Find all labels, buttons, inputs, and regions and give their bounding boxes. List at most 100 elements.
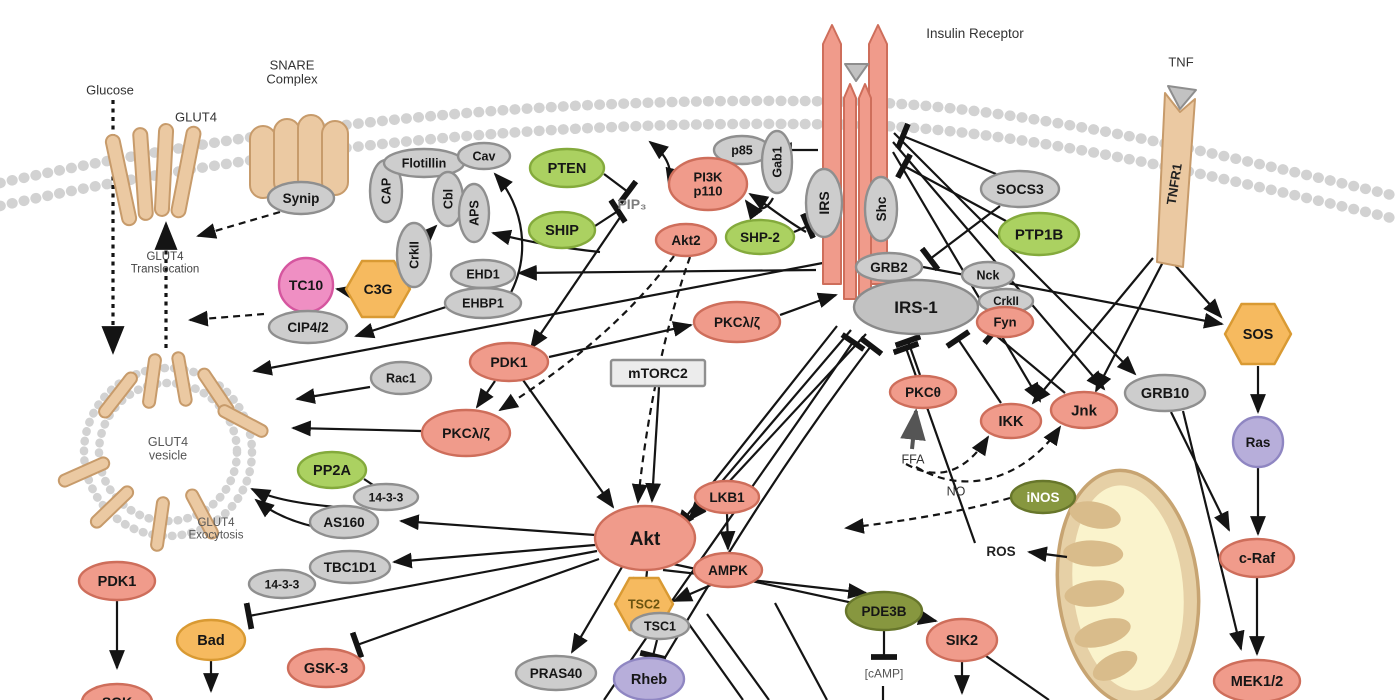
label-text: TSC2 [628, 598, 660, 612]
node-14-3-3-a: 14-3-3 [352, 482, 420, 512]
text-ffa: FFA [902, 453, 926, 467]
edge-jnk-irs1 [982, 321, 1066, 394]
label-text: PKCλ/ζ [714, 315, 760, 330]
node-rheb: Rheb [612, 656, 686, 700]
node-ehbp1: EHBP1 [443, 286, 523, 320]
label-text: EHBP1 [462, 297, 504, 311]
label-text: APS [468, 200, 482, 226]
node-pkclz-top: PKCλ/ζ [692, 300, 782, 344]
label-text: GRB2 [870, 260, 908, 275]
label-text: SHP-2 [740, 230, 780, 245]
text-ros: ROS [986, 544, 1015, 559]
edge-ikk-irs1 [945, 329, 1002, 404]
vesicle-glut4-rod [98, 371, 138, 419]
label-text: C3G [364, 281, 393, 297]
label-text: PDK1 [490, 354, 528, 370]
node-grb10: GRB10 [1123, 373, 1207, 413]
node-irs-1: IRS-1 [852, 278, 980, 336]
edge-socs3-receptor [895, 122, 997, 176]
label-text: NO [947, 485, 966, 499]
edge-akt-as160 [399, 514, 596, 537]
glut4-vesicle-ring [94, 378, 242, 526]
edge-pdk1-pkclz-top [548, 321, 693, 359]
edge-tnfr1-sos [1173, 263, 1223, 319]
label-text: c-Raf [1239, 551, 1275, 567]
node-ras: Ras [1231, 415, 1285, 469]
edge-pten-pip3 [603, 173, 639, 205]
label-text: Cbl [442, 189, 456, 209]
edge-akt-pras40 [570, 566, 623, 654]
edge-rheb-down-3 [774, 602, 828, 700]
label-text: AMPK [708, 563, 748, 578]
tnf-ligand-triangle [1167, 85, 1197, 110]
vesicle-glut4-rod [89, 485, 135, 529]
label-text: PDK1 [98, 574, 137, 590]
edge-ffa-ikk [905, 435, 990, 474]
label-text: Flotillin [402, 157, 446, 171]
mitochondrion-crista [1063, 540, 1124, 567]
vesicle-glut4-rod [185, 488, 219, 540]
vesicle-glut4-rod [57, 456, 111, 488]
text-tnf: TNF [1168, 55, 1193, 70]
label-text: Bad [197, 633, 224, 649]
node-rac1: Rac1 [369, 360, 433, 396]
edge-socs3-grb2 [919, 205, 1001, 272]
label-text: iNOS [1026, 490, 1059, 505]
text-glut4-label: GLUT4 [175, 110, 217, 125]
edge-sik2-diag [985, 655, 1050, 700]
label-text: CrkII [408, 241, 422, 269]
edge-akt-gsk3 [349, 557, 600, 659]
text-camp: [cAMP] [865, 666, 904, 680]
tnfr1-receptor-rod [1156, 92, 1196, 268]
edge-pdk1-pkclz-left [475, 380, 496, 409]
edge-mtorc2-akt [645, 386, 661, 503]
label-text: Rheb [631, 672, 667, 688]
label-text: Ras [1246, 435, 1271, 450]
label-text: TNFR1 [1163, 162, 1184, 206]
label-text: 14-3-3 [265, 577, 300, 591]
label-text: CIP4/2 [287, 320, 328, 335]
text-glucose: Glucose [86, 83, 134, 98]
label-text: Nck [977, 269, 1000, 283]
shapes-layer [57, 24, 1197, 552]
node-crkII-right: CrkII [977, 287, 1035, 315]
text-insulin-receptor: Insulin Receptor [926, 26, 1024, 41]
edge-akt-tbc1d1 [392, 543, 596, 569]
node-pp2a: PP2A [296, 450, 368, 490]
label-text: PKCθ [905, 385, 941, 400]
node-cip4-2: CIP4/2 [267, 309, 349, 345]
edge-synip-translocation [196, 210, 281, 239]
label-text: Cav [473, 150, 496, 164]
label-text: TBC1D1 [324, 560, 377, 575]
node-sos: SOS [1223, 302, 1293, 366]
edge-mito-ros [1027, 546, 1068, 563]
node-mtorc2: mTORC2 [609, 358, 707, 388]
edge-c3g-tc10 [335, 284, 357, 301]
edge-shp2-irs [793, 212, 816, 240]
node-nck: Nck [960, 260, 1016, 290]
edge-ffa-jnk [915, 425, 1062, 483]
label-text: IRS [816, 191, 832, 214]
label-text: TNF [1168, 55, 1193, 70]
vesicle-glut4-rod [150, 496, 170, 552]
label-text: Synip [283, 191, 320, 206]
node-mek1-2: MEK1/2 [1212, 658, 1302, 700]
node-gsk-3: GSK-3 [286, 647, 366, 689]
node-pras40: PRAS40 [514, 654, 598, 692]
node-c-raf: c-Raf [1218, 537, 1296, 579]
snare-unit [249, 125, 277, 199]
node-c3g: C3G [344, 259, 412, 319]
label-text: GLUT4 [175, 110, 217, 125]
node-jnk: Jnk [1049, 390, 1119, 430]
edge-s6k-irs1-1 [639, 335, 884, 700]
